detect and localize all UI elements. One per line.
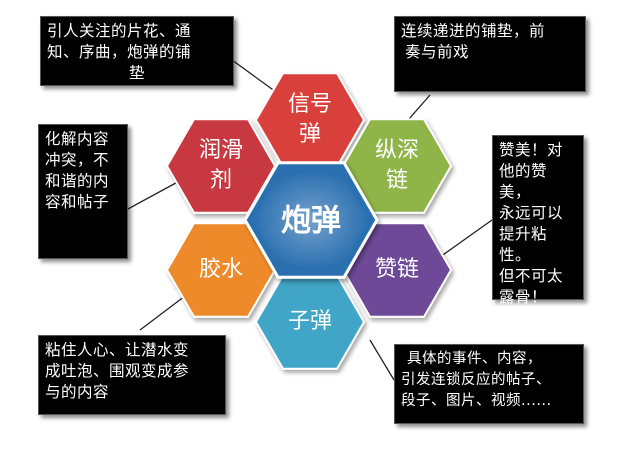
callout-praise: 赞美！对 他的赞美， 永远可以 提升粘性。 但不可太 露骨！ bbox=[492, 135, 584, 306]
callout-line: 但不可太 bbox=[499, 267, 564, 285]
callout-glue: 粘住人心、让潜水变 成吐泡、围观变成参 与的内容 bbox=[38, 335, 226, 415]
callout-line: 冲突，不 bbox=[45, 151, 110, 169]
callout-lube: 化解内容 冲突，不 和谐的内 容和帖子 bbox=[38, 124, 128, 259]
callout-line: 知、序曲，炮弹的铺 bbox=[47, 43, 192, 61]
connector-praise bbox=[439, 219, 493, 258]
hex-label-lube: 剂 bbox=[210, 168, 232, 193]
callout-line: 和谐的内 bbox=[45, 172, 110, 190]
callout-line: 奏与前戏 bbox=[405, 43, 470, 61]
hex-label-signal: 信号 bbox=[288, 92, 332, 117]
callout-line: 段子、图片、视频...... bbox=[401, 393, 552, 409]
callout-line: 他的赞美， bbox=[499, 162, 548, 201]
callout-line: 连续递进的铺垫，前 bbox=[401, 22, 546, 40]
connector-bullet bbox=[369, 339, 395, 381]
callout-line: 具体的事件、内容， bbox=[407, 351, 542, 367]
callout-line: 提升粘性。 bbox=[499, 225, 548, 264]
center-label: 炮弹 bbox=[281, 204, 341, 239]
hex-center: 炮弹 bbox=[243, 161, 379, 279]
callout-line: 永远可以 bbox=[499, 204, 564, 222]
callout-line: 成吐泡、围观变成参 bbox=[45, 362, 190, 380]
callout-line: 与的内容 bbox=[45, 383, 110, 401]
callout-depth: 连续递进的铺垫，前 奏与前戏 bbox=[394, 16, 586, 92]
hex-label-glue: 胶水 bbox=[199, 257, 243, 282]
callout-line: 赞美！对 bbox=[499, 141, 564, 159]
connector-lube bbox=[125, 177, 186, 211]
callout-signal: 引人关注的片花、通 知、序曲，炮弹的铺 垫 bbox=[40, 16, 234, 86]
hex-label-bullet: 子弹 bbox=[288, 309, 332, 334]
hex-label-praise: 赞链 bbox=[375, 257, 419, 282]
connector-signal bbox=[231, 59, 277, 93]
callout-line: 引人关注的片花、通 bbox=[47, 22, 192, 40]
hex-label-depth: 纵深 bbox=[375, 138, 419, 163]
callout-line: 化解内容 bbox=[45, 130, 110, 148]
hex-signal: 信号弹 bbox=[254, 72, 366, 168]
hex-bullet: 子弹 bbox=[254, 274, 366, 370]
callout-bullet: 具体的事件、内容， 引发连锁反应的帖子、 段子、图片、视频...... bbox=[394, 344, 584, 424]
hex-label-signal: 弹 bbox=[299, 122, 321, 147]
callout-line: 垫 bbox=[128, 64, 145, 82]
hex-label-depth: 链 bbox=[386, 168, 408, 193]
callout-line: 引发连锁反应的帖子、 bbox=[401, 372, 551, 388]
callout-line: 露骨！ bbox=[499, 288, 548, 306]
connector-glue bbox=[139, 295, 186, 331]
callout-line: 粘住人心、让潜水变 bbox=[45, 341, 190, 359]
hex-label-lube: 润滑 bbox=[199, 138, 243, 163]
callout-line: 容和帖子 bbox=[45, 193, 110, 211]
hex-glue: 胶水 bbox=[165, 222, 277, 318]
hex-depth: 纵深链 bbox=[341, 118, 453, 214]
